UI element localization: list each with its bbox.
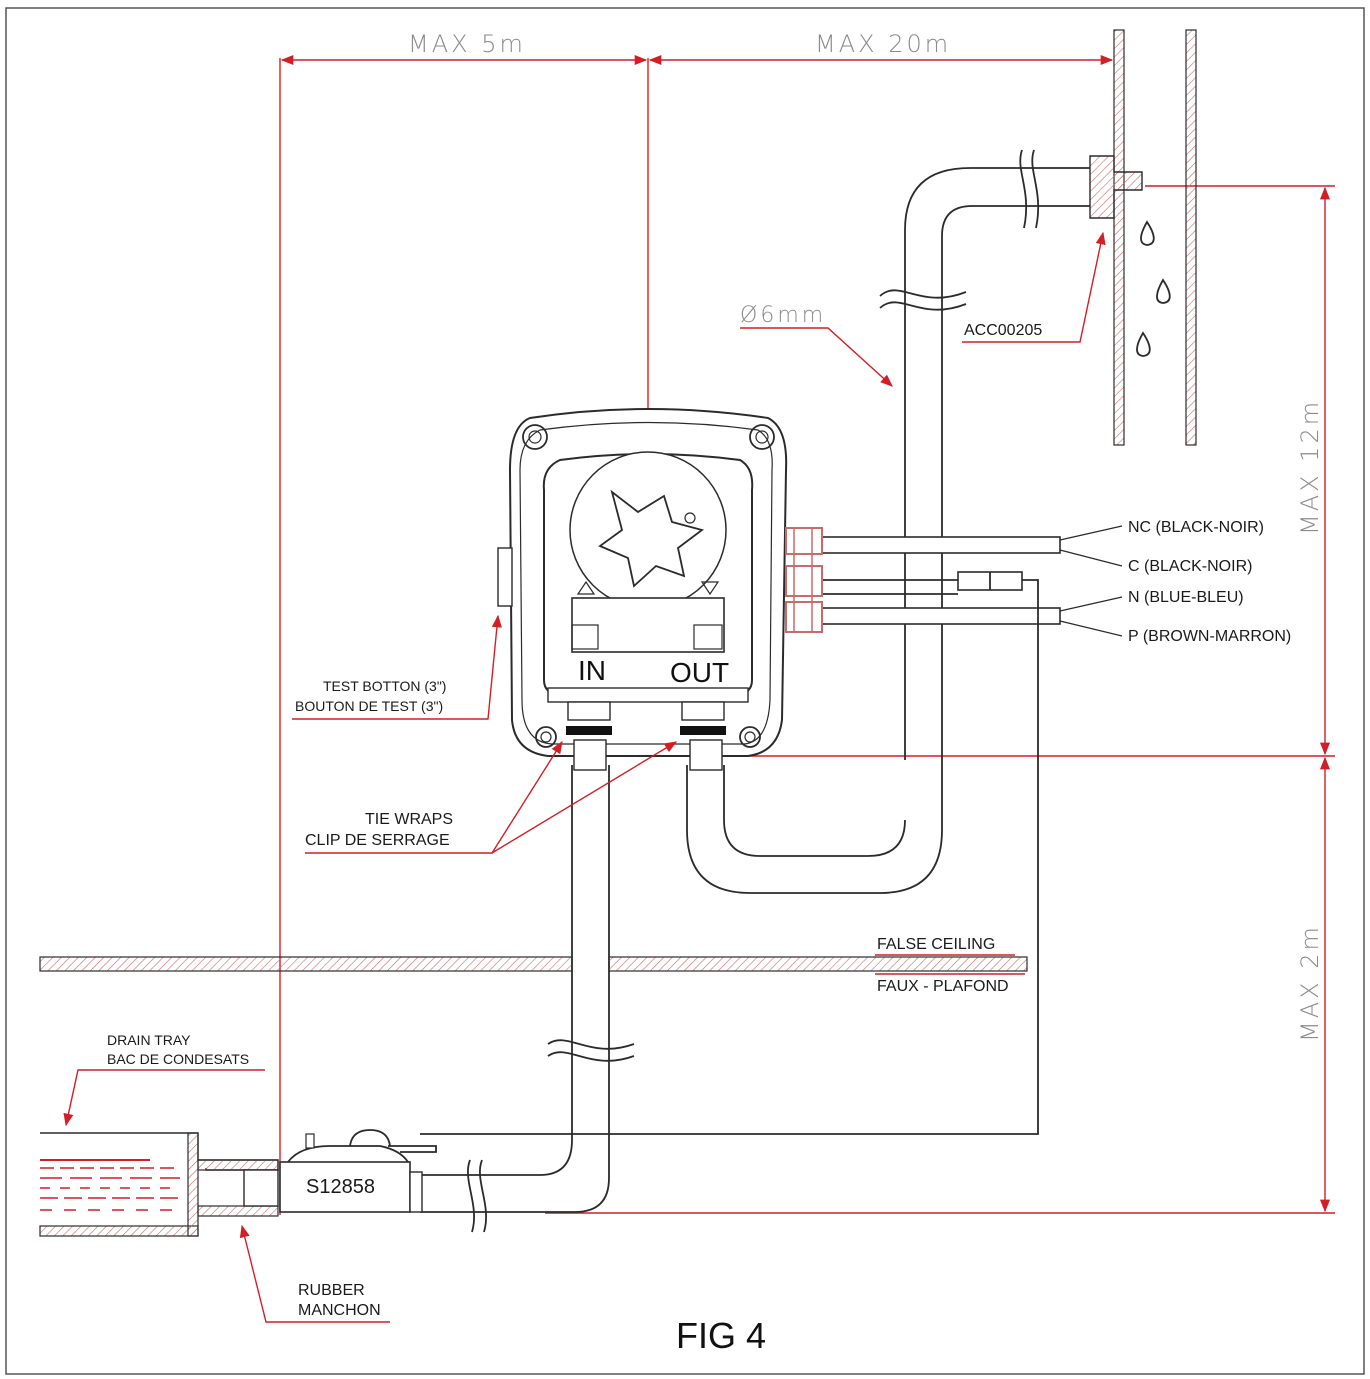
dim-max-2m: MAX 2m (1296, 924, 1324, 1042)
drain-pipe-wall (1089, 29, 1197, 446)
wire-n-label: N (BLUE-BLEU) (1128, 589, 1244, 606)
test-button-label-fr: BOUTON DE TEST (3") (295, 698, 443, 714)
drain-tray-label-fr: BAC DE CONDESATS (107, 1051, 249, 1067)
wire-p-label: P (BROWN-MARRON) (1128, 628, 1291, 645)
dimension-lines (279, 54, 1335, 1215)
drain-tray-label-en: DRAIN TRAY (107, 1032, 191, 1048)
water-drops (1136, 220, 1171, 357)
outlet-tube (686, 149, 1090, 894)
accessory-label: ACC00205 (964, 322, 1042, 339)
wire-leaders (1059, 525, 1123, 637)
peristaltic-pump (497, 408, 823, 771)
tube-diameter-label: Ø6mm (740, 303, 826, 328)
inlet-tube (420, 765, 635, 1233)
dim-max-20m: MAX 20m (815, 30, 951, 58)
drain-tray (39, 1132, 279, 1237)
electrical-cables (420, 536, 1061, 1135)
tie-wraps-label-fr: CLIP DE SERRAGE (305, 832, 450, 849)
wire-nc-label: NC (BLACK-NOIR) (1128, 519, 1264, 536)
tie-wraps-label-en: TIE WRAPS (365, 811, 453, 828)
dim-max-5m: MAX 5m (408, 30, 526, 58)
false-ceiling-label-en: FALSE CEILING (877, 936, 995, 953)
wire-c-label: C (BLACK-NOIR) (1128, 558, 1252, 575)
pump-out-label: OUT (670, 657, 729, 688)
level-sensor (279, 1129, 437, 1213)
pump-in-label: IN (578, 655, 606, 686)
dim-max-12m: MAX 12m (1296, 399, 1324, 535)
false-ceiling (39, 954, 1028, 975)
rubber-label-fr: MANCHON (298, 1302, 381, 1319)
figure-frame (5, 7, 1365, 1375)
figure-caption: FIG 4 (676, 1315, 766, 1356)
rubber-label-en: RUBBER (298, 1282, 365, 1299)
false-ceiling-label-fr: FAUX - PLAFOND (877, 978, 1009, 995)
test-button-label-en: TEST BOTTON (3") (323, 678, 446, 694)
sensor-part-label: S12858 (306, 1176, 375, 1198)
